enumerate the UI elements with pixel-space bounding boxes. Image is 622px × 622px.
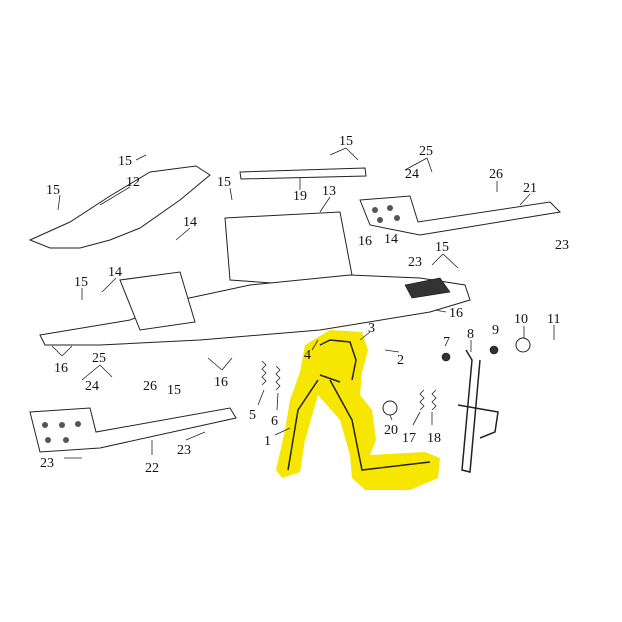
callout-16: 16 <box>54 361 68 376</box>
main-stand-highlight <box>276 330 440 490</box>
bushing-20 <box>382 400 398 416</box>
callout-24: 24 <box>405 167 419 182</box>
callout-20: 20 <box>384 423 398 438</box>
callout-15: 15 <box>74 275 88 290</box>
callout-labels: 15 12 15 15 14 14 15 16 25 24 26 15 16 2… <box>40 134 569 476</box>
footboard-22 <box>29 407 237 453</box>
callout-21: 21 <box>523 181 537 196</box>
callout-1: 1 <box>264 434 271 449</box>
callout-8: 8 <box>467 327 474 342</box>
callout-12: 12 <box>126 175 140 190</box>
callout-23: 23 <box>177 443 191 458</box>
callout-26: 26 <box>143 379 157 394</box>
callout-3: 3 <box>368 321 375 336</box>
callout-23: 23 <box>40 456 54 471</box>
bolt-9 <box>489 345 499 355</box>
spring-5 <box>261 360 267 386</box>
callout-13: 13 <box>322 184 336 199</box>
nut-7 <box>441 352 451 362</box>
callout-25: 25 <box>92 351 106 366</box>
callout-14: 14 <box>183 215 197 230</box>
spring-6 <box>275 365 281 391</box>
callout-14: 14 <box>108 265 122 280</box>
callout-15: 15 <box>167 383 181 398</box>
callout-15: 15 <box>46 183 60 198</box>
callout-23: 23 <box>555 238 569 253</box>
footboard-holes <box>42 205 400 443</box>
callout-17: 17 <box>402 431 416 446</box>
callout-5: 5 <box>249 408 256 423</box>
callout-19: 19 <box>293 189 307 204</box>
callout-6: 6 <box>271 414 278 429</box>
callout-2: 2 <box>397 353 404 368</box>
callout-9: 9 <box>492 323 499 338</box>
callout-24: 24 <box>85 379 99 394</box>
footboard-21 <box>359 195 562 236</box>
grille <box>404 277 451 299</box>
callout-14: 14 <box>384 232 398 247</box>
frame-13 <box>224 211 353 286</box>
frame-rail <box>119 271 196 331</box>
callout-18: 18 <box>427 431 441 446</box>
callout-15: 15 <box>435 240 449 255</box>
callout-15: 15 <box>217 175 231 190</box>
callout-22: 22 <box>145 461 159 476</box>
seat-cover-12 <box>28 165 211 249</box>
side-stand-8 <box>457 349 499 473</box>
callout-10: 10 <box>514 312 528 327</box>
callout-4: 4 <box>304 348 311 363</box>
callout-11: 11 <box>547 312 560 327</box>
bracket-10 <box>515 337 531 353</box>
spring-18 <box>431 389 437 411</box>
leader-lines <box>51 147 555 459</box>
spring-17 <box>419 389 425 411</box>
callout-16: 16 <box>358 234 372 249</box>
callout-16: 16 <box>214 375 228 390</box>
callout-23: 23 <box>408 255 422 270</box>
callout-16: 16 <box>449 306 463 321</box>
bar-19 <box>239 167 367 180</box>
callout-15: 15 <box>118 154 132 169</box>
callout-7: 7 <box>443 335 450 350</box>
main-stand-1 <box>287 339 431 471</box>
callout-25: 25 <box>419 144 433 159</box>
callout-26: 26 <box>489 167 503 182</box>
callout-15: 15 <box>339 134 353 149</box>
